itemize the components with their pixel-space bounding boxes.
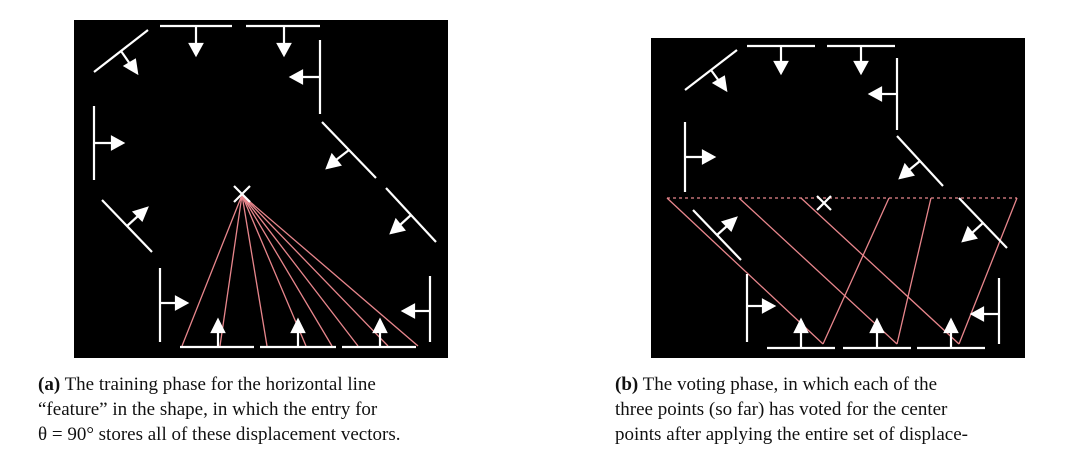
displacement-vectors	[181, 194, 419, 347]
subfigure-label-a: (a)	[38, 374, 61, 395]
caption-b: (b) The voting phase, in which each of t…	[615, 372, 1040, 452]
voting-phase-diagram	[666, 44, 1018, 350]
shape-features	[92, 24, 437, 349]
figure-panel-a	[74, 20, 448, 358]
caption-a: (a) The training phase for the horizonta…	[38, 372, 488, 447]
figure-panel-b	[651, 38, 1025, 358]
voting-vectors	[666, 197, 1018, 345]
subfigure-label-b: (b)	[615, 374, 639, 395]
caption-text-a: The training phase for the horizontal li…	[38, 374, 401, 445]
center-point-marker	[233, 185, 251, 203]
shape-features	[683, 44, 1008, 350]
caption-text-b: The voting phase, in which each of the t…	[615, 374, 968, 445]
center-point-marker	[816, 195, 832, 211]
training-phase-diagram	[92, 24, 437, 349]
